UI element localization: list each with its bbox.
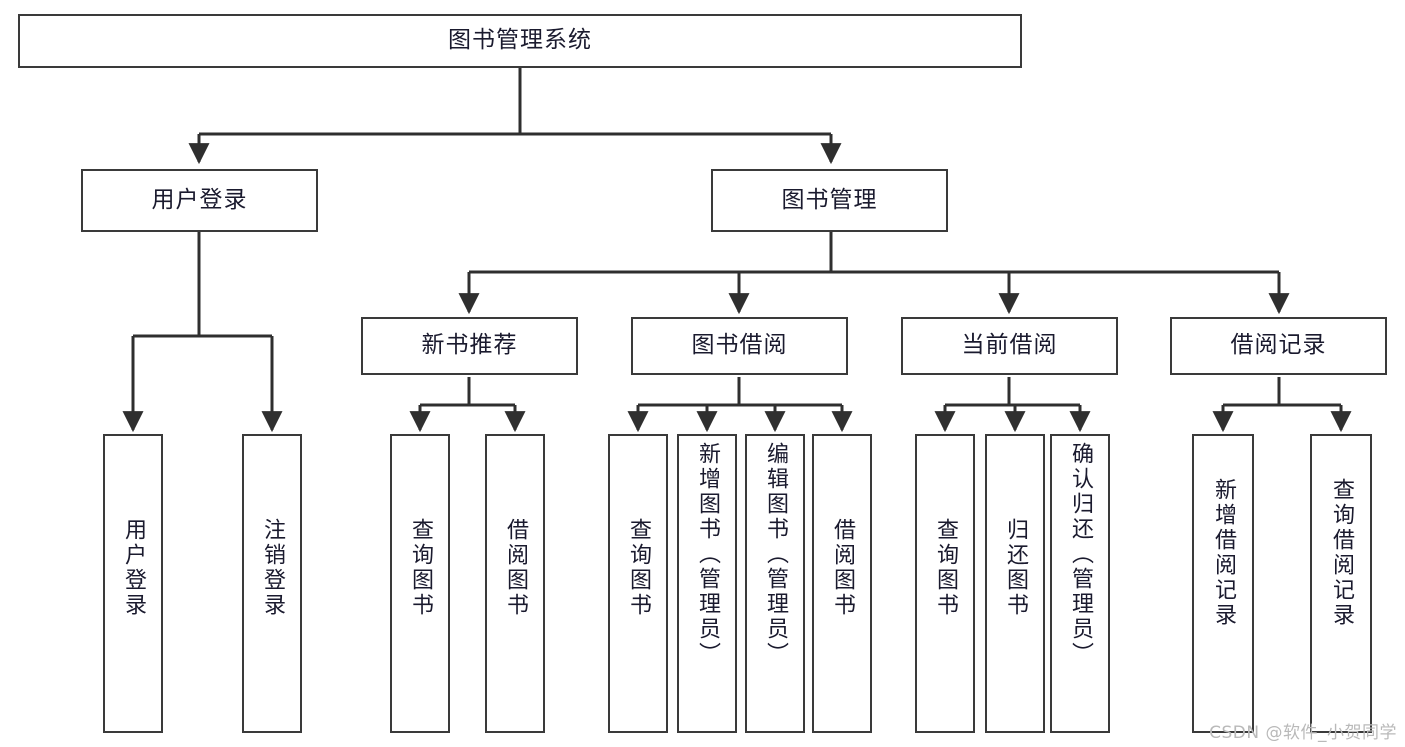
leaf-query-book-2-label: 查询图书 bbox=[626, 518, 651, 618]
leaf-return-book-label: 归还图书 bbox=[1003, 518, 1028, 618]
node-root-label: 图书管理系统 bbox=[448, 27, 592, 54]
leaf-edit-book[interactable]: 编辑图书（管理员） bbox=[745, 434, 805, 733]
leaf-add-book-label: 新增图书（管理员） bbox=[695, 442, 720, 667]
leaf-add-record-label: 新增借阅记录 bbox=[1211, 478, 1236, 628]
leaf-user-login-label: 用户登录 bbox=[121, 518, 146, 618]
node-current-borrow[interactable]: 当前借阅 bbox=[901, 317, 1118, 375]
node-user-login[interactable]: 用户登录 bbox=[81, 169, 318, 232]
leaf-query-book-3[interactable]: 查询图书 bbox=[915, 434, 975, 733]
node-book-borrow[interactable]: 图书借阅 bbox=[631, 317, 848, 375]
node-book-management-label: 图书管理 bbox=[781, 186, 878, 213]
node-new-book-recommend[interactable]: 新书推荐 bbox=[361, 317, 578, 375]
node-borrow-record-label: 借阅记录 bbox=[1230, 332, 1327, 359]
leaf-borrow-book-1[interactable]: 借阅图书 bbox=[485, 434, 545, 733]
node-new-book-recommend-label: 新书推荐 bbox=[421, 332, 518, 359]
leaf-edit-book-label: 编辑图书（管理员） bbox=[763, 442, 788, 667]
leaf-query-book-3-label: 查询图书 bbox=[933, 518, 958, 618]
node-root[interactable]: 图书管理系统 bbox=[18, 14, 1022, 68]
node-book-borrow-label: 图书借阅 bbox=[691, 332, 788, 359]
leaf-borrow-book-2-label: 借阅图书 bbox=[830, 518, 855, 618]
node-user-login-label: 用户登录 bbox=[151, 186, 248, 213]
leaf-return-book[interactable]: 归还图书 bbox=[985, 434, 1045, 733]
leaf-add-record[interactable]: 新增借阅记录 bbox=[1192, 434, 1254, 733]
leaf-confirm-return-label: 确认归还（管理员） bbox=[1068, 442, 1093, 667]
node-current-borrow-label: 当前借阅 bbox=[961, 332, 1058, 359]
leaf-borrow-book-1-label: 借阅图书 bbox=[503, 518, 528, 618]
node-borrow-record[interactable]: 借阅记录 bbox=[1170, 317, 1387, 375]
leaf-query-record-label: 查询借阅记录 bbox=[1329, 478, 1354, 628]
leaf-add-book[interactable]: 新增图书（管理员） bbox=[677, 434, 737, 733]
leaf-logout-login-label: 注销登录 bbox=[260, 518, 285, 618]
node-book-management[interactable]: 图书管理 bbox=[711, 169, 948, 232]
leaf-query-record[interactable]: 查询借阅记录 bbox=[1310, 434, 1372, 733]
leaf-user-login[interactable]: 用户登录 bbox=[103, 434, 163, 733]
leaf-query-book-1-label: 查询图书 bbox=[408, 518, 433, 618]
leaf-query-book-1[interactable]: 查询图书 bbox=[390, 434, 450, 733]
leaf-borrow-book-2[interactable]: 借阅图书 bbox=[812, 434, 872, 733]
leaf-query-book-2[interactable]: 查询图书 bbox=[608, 434, 668, 733]
leaf-logout-login[interactable]: 注销登录 bbox=[242, 434, 302, 733]
watermark: CSDN @软件_小贺同学 bbox=[1209, 723, 1397, 743]
leaf-confirm-return[interactable]: 确认归还（管理员） bbox=[1050, 434, 1110, 733]
